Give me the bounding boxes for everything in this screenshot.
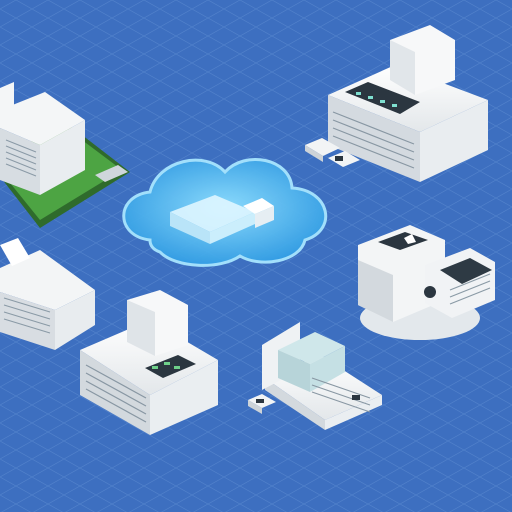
server-device-bottom-left bbox=[80, 290, 276, 435]
connector-small-top-right bbox=[305, 138, 360, 167]
connector-small-bottom bbox=[248, 394, 276, 414]
printer-server-top-right bbox=[305, 25, 488, 182]
camera-device-right bbox=[358, 225, 495, 340]
pcb-device-top-left bbox=[0, 82, 130, 228]
server-device-left bbox=[0, 238, 95, 350]
storage-device-bottom-center bbox=[262, 322, 382, 430]
cloud-storage-icon bbox=[122, 158, 328, 267]
